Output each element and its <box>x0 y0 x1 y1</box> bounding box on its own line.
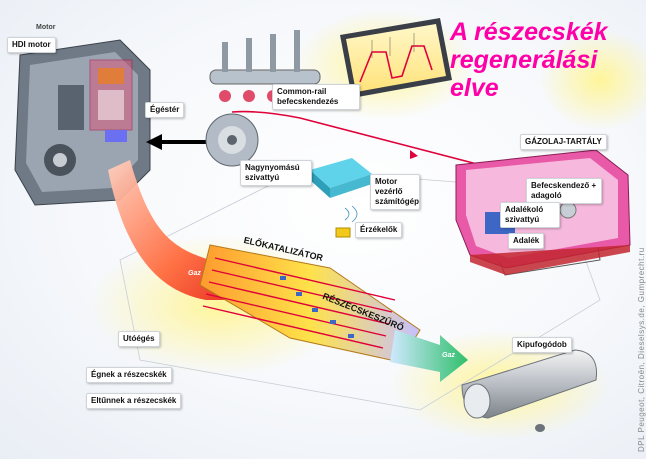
muffler <box>461 349 598 432</box>
label-particles-burn: Égnek a részecskék <box>86 367 172 383</box>
sensor-shape <box>335 227 351 238</box>
arrow-to-engine-head <box>146 134 162 150</box>
label-hdi-motor: HDI motor <box>7 37 56 53</box>
exhaust-cool-gas <box>390 330 468 382</box>
label-muffler: Kipufogódob <box>512 337 572 353</box>
glow-title <box>540 30 646 130</box>
high-pressure-pump <box>205 113 259 167</box>
label-sensors: Érzékelők <box>355 222 403 238</box>
label-egester: Égéstér <box>145 102 185 118</box>
label-ecu: Motor vezérlő számítógép <box>370 174 420 210</box>
label-fuel-tank: GÁZOLAJ-TARTÁLY <box>520 134 607 150</box>
label-particles-vanish: Eltűnnek a részecskék <box>86 393 182 409</box>
fuel-line <box>231 110 521 183</box>
label-gas-cool: Gaz <box>442 352 455 359</box>
label-additive-pump: Adalékoló szivattyú <box>500 202 560 228</box>
label-afterburn: Utóégés <box>118 331 160 347</box>
label-motor-top: Motor <box>36 24 56 31</box>
diagram-title: A részecskék regenerálási elve <box>450 18 608 102</box>
fuel-line-arrow <box>410 150 418 159</box>
label-high-pressure-pump: Nagynyomású szivattyú <box>240 160 312 186</box>
label-gas-hot: Gaz <box>188 270 201 277</box>
label-injector-doser: Befecskendező + adagoló <box>526 178 602 204</box>
image-credit: DPL Peugeot, Citroën, Dieselsys.de, Gump… <box>637 247 646 452</box>
hdi-engine <box>14 39 151 206</box>
label-common-rail: Common-rail befecskendezés <box>272 84 360 110</box>
pressure-monitor <box>340 18 452 98</box>
engine-control-unit <box>310 158 372 223</box>
label-additive: Adalék <box>508 233 545 249</box>
